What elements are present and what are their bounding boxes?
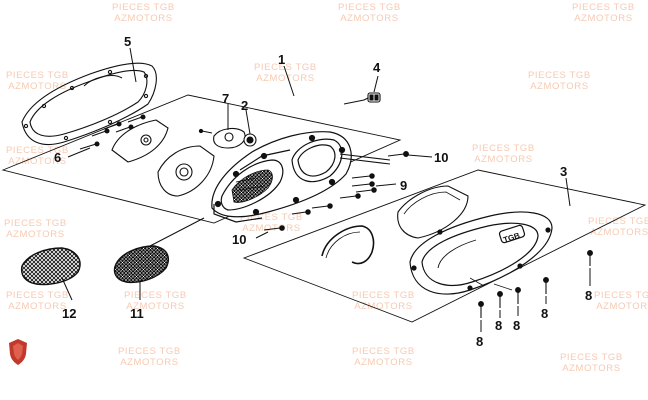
callout-8e: 8 xyxy=(476,334,483,349)
callout-11: 11 xyxy=(130,306,144,321)
callout-8b: 8 xyxy=(541,306,548,321)
callout-labels: 5 1 7 2 4 6 10 9 10 3 8 8 8 8 8 12 11 xyxy=(54,34,592,349)
callout-12: 12 xyxy=(62,306,76,321)
callout-8d: 8 xyxy=(495,318,502,333)
bearing-2 xyxy=(243,133,257,147)
seal-strip xyxy=(321,225,375,265)
breather-cap-4 xyxy=(343,92,381,105)
callout-1: 1 xyxy=(278,52,285,67)
outer-cover-panel xyxy=(21,62,157,146)
cover-gasket xyxy=(397,185,469,239)
callout-3: 3 xyxy=(560,164,567,179)
callout-6: 6 xyxy=(54,150,61,165)
shield-logo-icon xyxy=(9,339,27,365)
callout-8a: 8 xyxy=(585,288,592,303)
callout-7: 7 xyxy=(222,91,229,106)
callout-5: 5 xyxy=(124,34,131,49)
guide-rod xyxy=(339,153,391,165)
group-outline-cover-1 xyxy=(1,94,402,224)
callout-2: 2 xyxy=(241,98,248,113)
gasket-plate xyxy=(157,145,215,197)
cover-flap-plate xyxy=(111,119,169,163)
bolt-set-6 xyxy=(79,114,146,150)
callout-10-bottom: 10 xyxy=(232,232,246,247)
air-filter-mesh-12 xyxy=(20,247,81,286)
bolt-set-8 xyxy=(469,250,593,318)
group-outline-cover-3 xyxy=(242,169,647,323)
bolt-set-9-10 xyxy=(263,151,409,231)
inner-housing-1 xyxy=(211,131,352,223)
callout-4: 4 xyxy=(373,60,381,75)
callout-9: 9 xyxy=(400,178,407,193)
callout-10-top: 10 xyxy=(434,150,448,165)
air-filter-foam-11 xyxy=(113,245,170,284)
callout-8c: 8 xyxy=(513,318,520,333)
retainer-plate-7 xyxy=(198,127,246,149)
leader-lines xyxy=(61,47,591,332)
transmission-cover-3: TGB xyxy=(409,211,553,295)
